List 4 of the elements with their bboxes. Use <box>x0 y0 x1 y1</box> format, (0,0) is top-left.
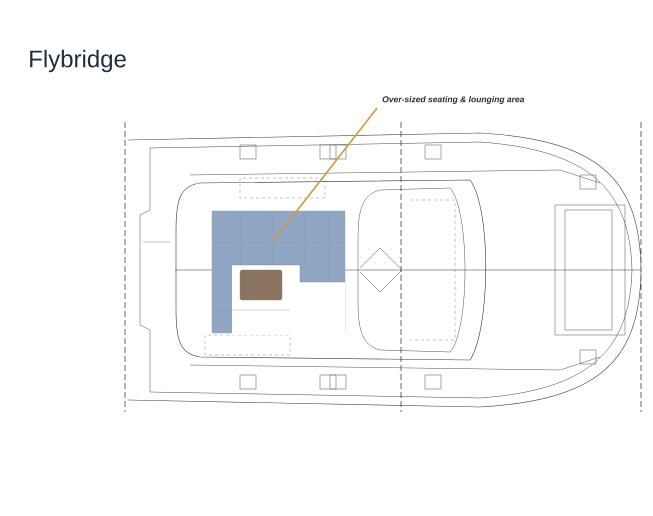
seating-area <box>212 210 346 335</box>
leader-line <box>272 108 378 242</box>
callout-text: Over-sized seating & lounging area <box>382 96 524 104</box>
title: Flybridge <box>30 50 126 72</box>
